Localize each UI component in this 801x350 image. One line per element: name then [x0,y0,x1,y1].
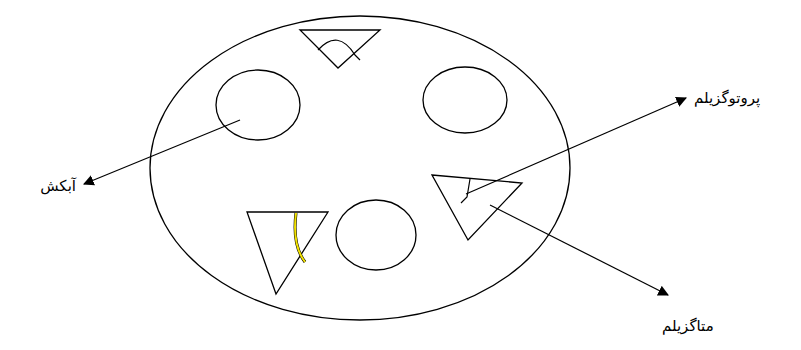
phloem-circle [336,200,416,270]
xylem-triangle [247,212,328,294]
leader-arrow [466,98,686,194]
leader-arrow [490,205,668,295]
stem-outline [150,16,570,320]
phloem-circle [423,67,507,133]
protoxylem-line [461,179,470,203]
part-label: متاگزیلم [662,317,714,335]
protoxylem-line [295,213,305,262]
part-label: آبکش [40,177,76,195]
xylem-triangle [432,175,522,240]
xylem-triangle [300,30,380,68]
phloem-circle [216,70,300,140]
leader-arrow [84,120,240,184]
protoxylem-line [295,213,305,262]
part-label: پروتوگزیلم [694,89,760,107]
protoxylem-line [318,40,360,60]
